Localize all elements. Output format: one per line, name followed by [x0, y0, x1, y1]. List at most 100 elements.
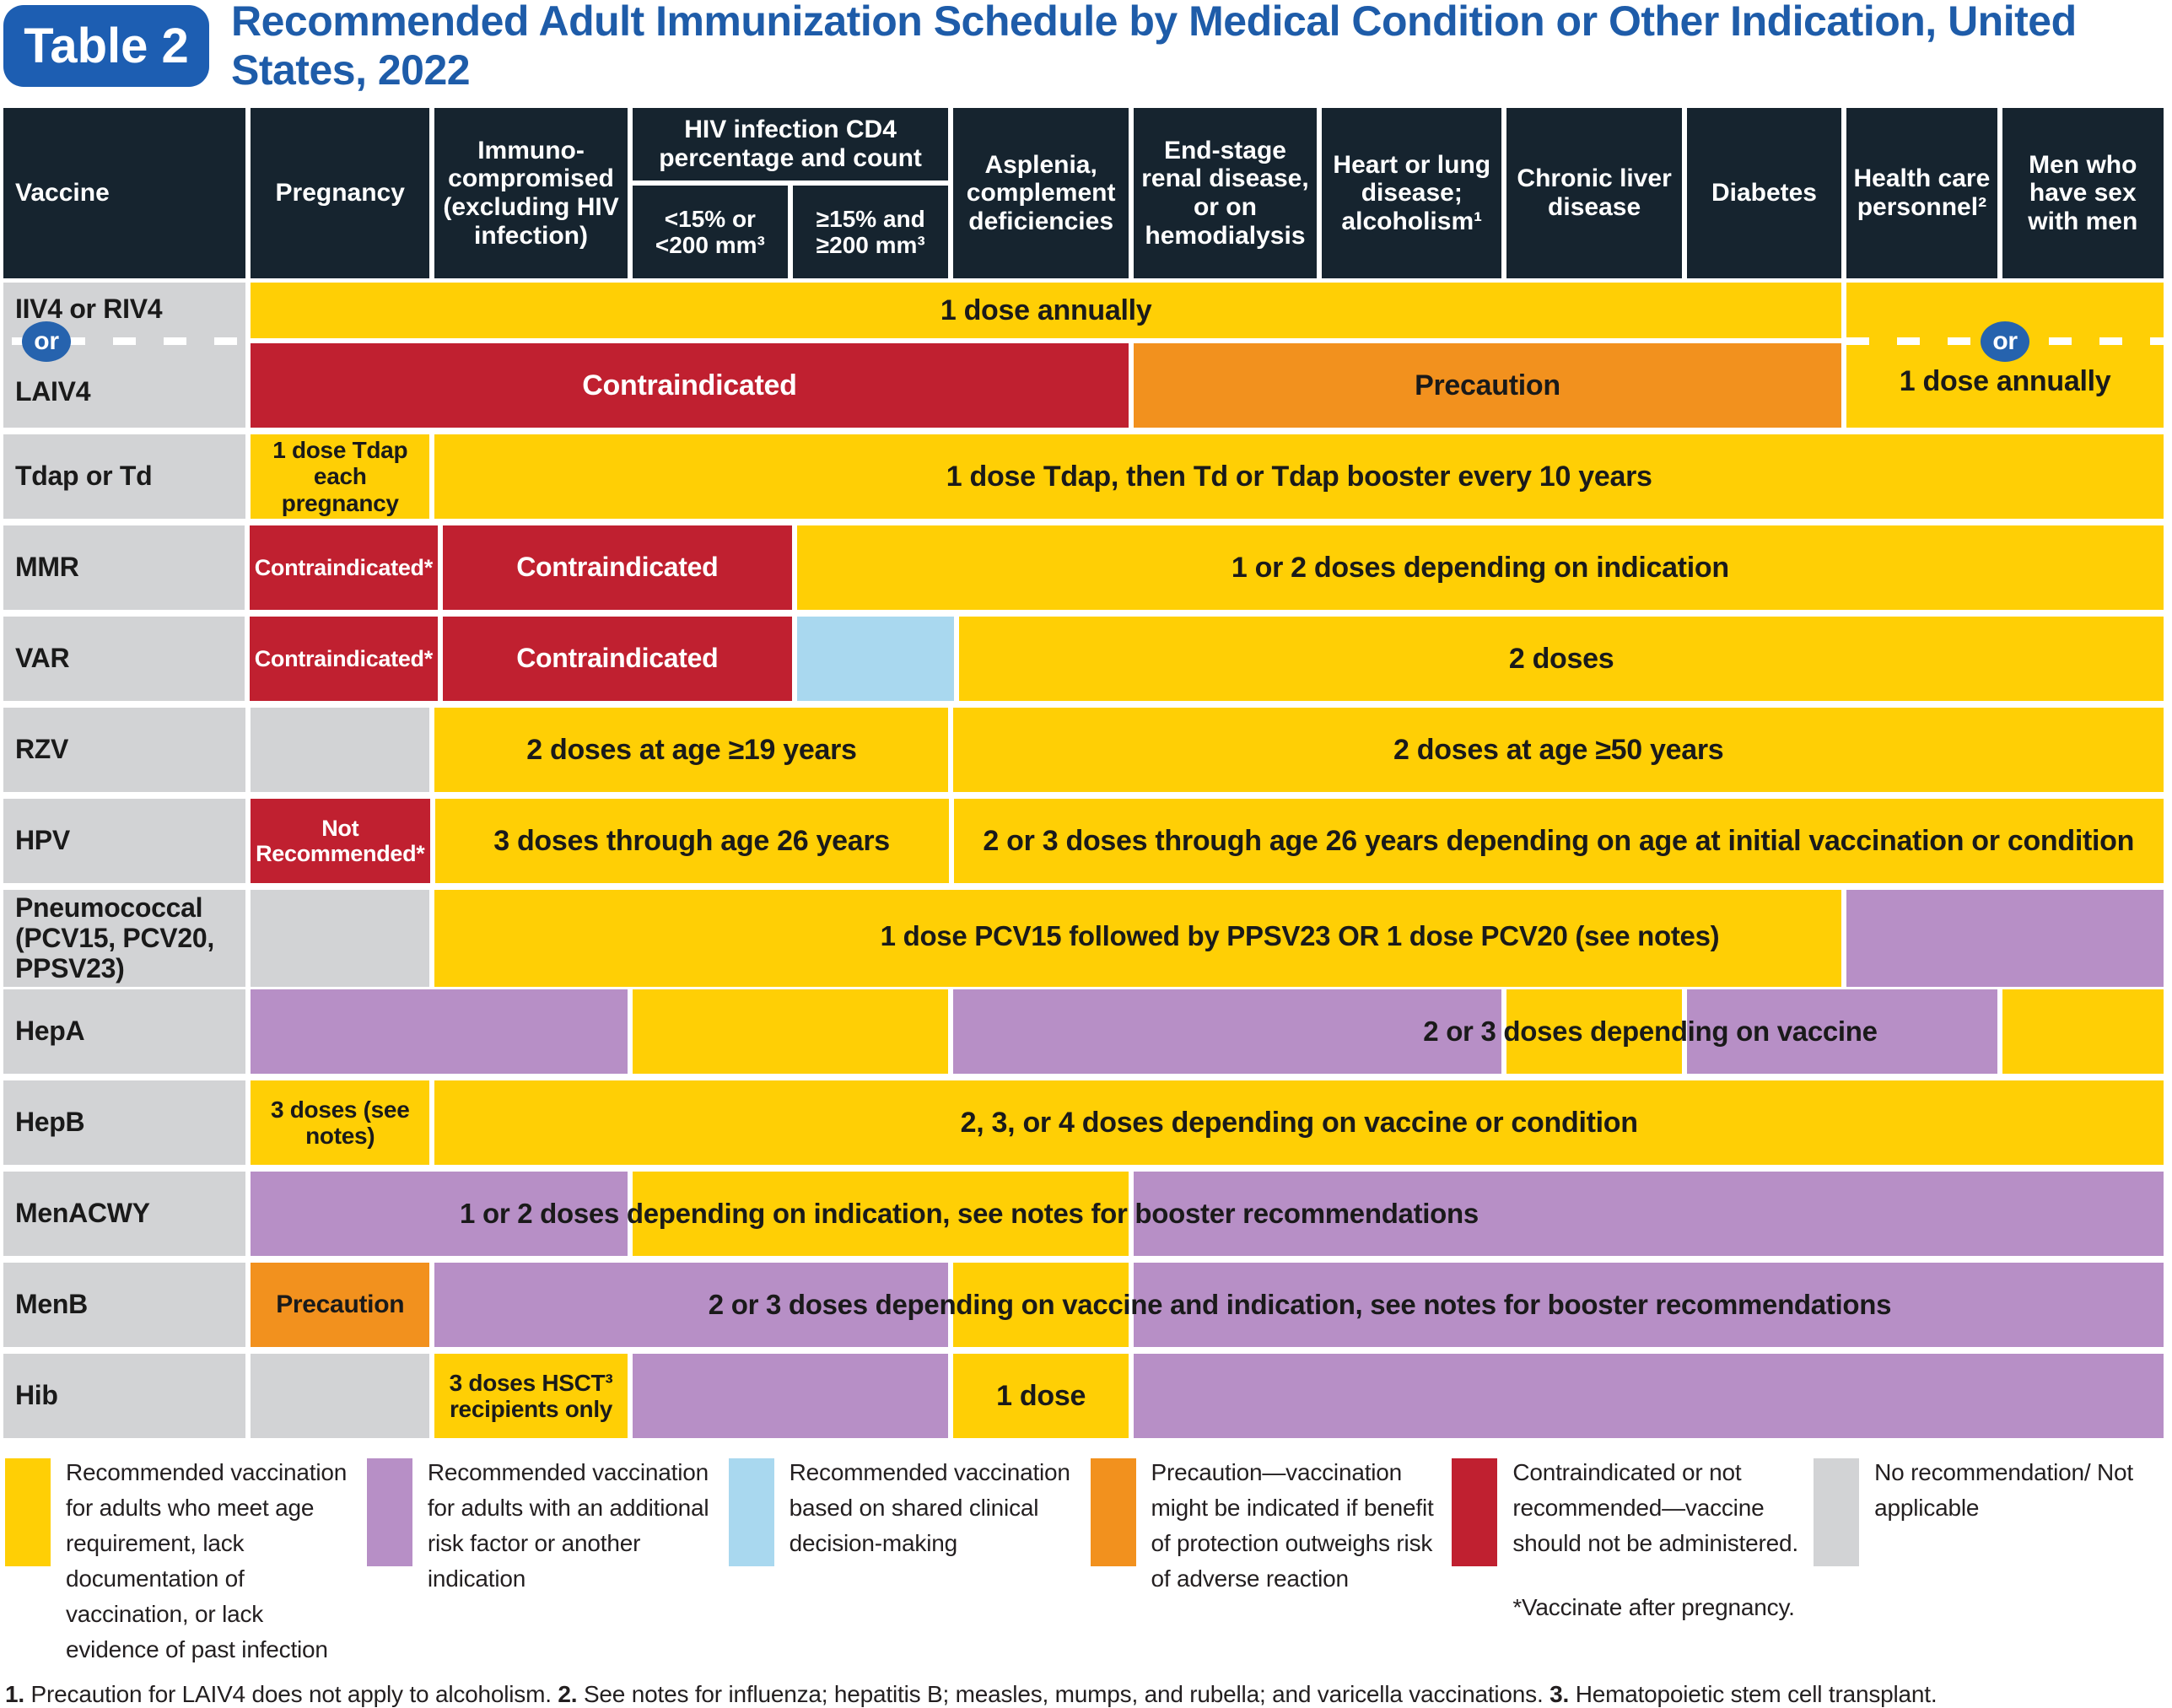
schedule-table: Vaccine Pregnancy Immuno-compromised (ex… — [0, 108, 2172, 1438]
cell-hib-right-risk — [1133, 1354, 2164, 1438]
title-bar: Table 2 Recommended Adult Immunization S… — [0, 0, 2172, 94]
footnote-2-text: See notes for influenza; hepatitis B; me… — [583, 1681, 1544, 1707]
cell-menb-right-risk — [1133, 1263, 2164, 1347]
legend-swatch-recommended — [5, 1458, 51, 1566]
cell-hepa-preg-immuno-risk — [251, 989, 628, 1074]
column-header-hiv-title: HIV infection CD4 percentage and count — [632, 108, 949, 180]
row-label-hepb: HepB — [3, 1080, 246, 1165]
cell-var-pregnancy-contraindicated: Contraindicated* — [249, 617, 438, 701]
cell-pneumo-additional-risk — [1846, 890, 2164, 988]
legend-note-vaccinate-after-pregnancy: *Vaccinate after pregnancy. — [1512, 1594, 1795, 1620]
column-header-diabetes: Diabetes — [1686, 108, 1842, 278]
column-header-hiv-high: ≥15% and ≥200 mm³ — [793, 186, 949, 278]
or-dash-line-left — [12, 337, 238, 345]
row-label-hib: Hib — [3, 1354, 246, 1438]
row-menacwy: MenACWY 1 or 2 doses depending on indica… — [3, 1172, 2164, 1256]
row-tdap: Tdap or Td 1 dose Tdap each pregnancy 1 … — [3, 434, 2164, 519]
cell-var-shared-decision — [796, 617, 955, 701]
cell-hepa-liver-recommended — [1506, 989, 1682, 1074]
legend-item-contraindicated: Contraindicated or not recommended—vacci… — [1452, 1455, 1802, 1668]
legend-item-precaution: Precaution—vaccination might be indicate… — [1090, 1455, 1441, 1668]
row-label-pneumococcal: Pneumococcal (PCV15, PCV20, PPSV23) — [3, 890, 246, 988]
legend-item-additional-risk: Recommended vaccination for adults with … — [366, 1455, 717, 1668]
legend-item-no-recommendation: No recommendation/ Not applicable — [1814, 1455, 2164, 1668]
cell-hepa-mid-risk — [953, 989, 1502, 1074]
row-label-hpv: HPV — [3, 799, 246, 883]
footnote-1-number: 1. — [5, 1681, 24, 1707]
column-header-hiv-group: HIV infection CD4 percentage and count <… — [632, 108, 949, 278]
cell-tdap-main: 1 dose Tdap, then Td or Tdap booster eve… — [434, 434, 2164, 519]
cell-pneumo-recommended — [434, 890, 1842, 988]
legend-swatch-additional-risk — [366, 1458, 412, 1566]
cell-menb-left-risk — [434, 1263, 949, 1347]
cell-var-immuno-contraindicated: Contraindicated — [442, 617, 792, 701]
cell-menb-pregnancy-precaution: Precaution — [251, 1263, 430, 1347]
cell-hib-pregnancy-norec — [251, 1354, 430, 1438]
cell-mmr-main: 1 or 2 doses depending on indication — [796, 525, 2164, 610]
cell-mmr-pregnancy-contraindicated: Contraindicated* — [249, 525, 438, 610]
column-header-immunocompromised: Immuno-compromised (excluding HIV infect… — [434, 108, 628, 278]
cell-hib-hsct: 3 doses HSCT³ recipients only — [434, 1354, 628, 1438]
row-influenza: IIV4 or RIV4 or LAIV4 1 dose annually or… — [3, 283, 2164, 428]
row-hib: Hib 3 doses HSCT³ recipients only 1 dose — [3, 1354, 2164, 1438]
or-badge-left: or — [22, 321, 71, 362]
row-label-var: VAR — [3, 617, 245, 701]
row-var: VAR Contraindicated* Contraindicated 2 d… — [3, 617, 2164, 701]
row-hepb: HepB 3 doses (see notes) 2, 3, or 4 dose… — [3, 1080, 2164, 1165]
column-header-asplenia: Asplenia, complement deficiencies — [953, 108, 1129, 278]
cell-laiv4-precaution: Precaution — [1133, 343, 1842, 428]
cell-rzv-age50: 2 doses at age ≥50 years — [953, 708, 2164, 792]
row-label-menb: MenB — [3, 1263, 246, 1347]
legend-text-contraindicated-main: Contraindicated or not recommended—vacci… — [1512, 1459, 1798, 1556]
column-header-renal: End-stage renal disease, or on hemodialy… — [1133, 108, 1318, 278]
footnote-3-number: 3. — [1550, 1681, 1570, 1707]
cell-hepa-hiv-recommended — [632, 989, 949, 1074]
row-label-hepa: HepA — [3, 989, 246, 1074]
cell-menacwy-right-risk — [1133, 1172, 2164, 1256]
cell-rzv-age19: 2 doses at age ≥19 years — [434, 708, 949, 792]
legend-swatch-precaution — [1090, 1458, 1136, 1566]
column-header-vaccine: Vaccine — [3, 108, 246, 278]
row-mmr: MMR Contraindicated* Contraindicated 1 o… — [3, 525, 2164, 610]
row-label-laiv4: LAIV4 — [15, 376, 91, 407]
or-badge-right: or — [1981, 321, 2030, 362]
table-header-row: Vaccine Pregnancy Immuno-compromised (ex… — [3, 108, 2164, 278]
cell-hib-asplenia-dose: 1 dose — [953, 1354, 1129, 1438]
legend-text-shared-decision: Recommended vaccination based on shared … — [789, 1459, 1070, 1556]
page-title: Recommended Adult Immunization Schedule … — [231, 0, 2077, 94]
row-menb: MenB Precaution 2 or 3 doses depending o… — [3, 1263, 2164, 1347]
column-header-hiv-low: <15% or <200 mm³ — [632, 186, 789, 278]
cell-var-main: 2 doses — [959, 617, 2164, 701]
row-label-rzv: RZV — [3, 708, 246, 792]
cell-menacwy-left-risk — [251, 1172, 628, 1256]
footnote-2-number: 2. — [558, 1681, 578, 1707]
cell-pneumo-pregnancy-norec — [251, 890, 430, 988]
column-header-pregnancy: Pregnancy — [251, 108, 430, 278]
cell-laiv4-contraindicated: Contraindicated — [251, 343, 1129, 428]
legend-text-no-recommendation: No recommendation/ Not applicable — [1874, 1459, 2134, 1521]
cell-hepb-pregnancy: 3 doses (see notes) — [251, 1080, 430, 1165]
legend-text-recommended: Recommended vaccination for adults who m… — [66, 1459, 348, 1662]
cell-hpv-left: 3 doses through age 26 years — [434, 799, 949, 883]
footnote-1-text: Precaution for LAIV4 does not apply to a… — [30, 1681, 552, 1707]
column-header-health-care-personnel: Health care personnel² — [1846, 108, 1997, 278]
row-rzv: RZV 2 doses at age ≥19 years 2 doses at … — [3, 708, 2164, 792]
cell-hpv-pregnancy-not-recommended: Not Recommended* — [251, 799, 430, 883]
cell-hepa-diabetes-hcp-risk — [1686, 989, 1997, 1074]
legend-text-contraindicated: Contraindicated or not recommended—vacci… — [1512, 1455, 1802, 1625]
legend-item-shared-decision: Recommended vaccination based on shared … — [728, 1455, 1079, 1668]
cell-iiv4-1-dose-annually: 1 dose annually — [251, 283, 1842, 338]
cell-hib-hiv-risk — [632, 1354, 949, 1438]
column-header-heart-lung: Heart or lung disease; alcoholism¹ — [1322, 108, 1502, 278]
row-label-tdap: Tdap or Td — [3, 434, 246, 519]
cell-mmr-immuno-contraindicated: Contraindicated — [442, 525, 792, 610]
legend-swatch-no-recommendation — [1814, 1458, 1860, 1566]
column-header-chronic-liver: Chronic liver disease — [1506, 108, 1682, 278]
legend-swatch-contraindicated — [1452, 1458, 1498, 1566]
cell-tdap-pregnancy: 1 dose Tdap each pregnancy — [251, 434, 430, 519]
legend-item-recommended: Recommended vaccination for adults who m… — [5, 1455, 355, 1668]
row-label-influenza: IIV4 or RIV4 or LAIV4 — [3, 283, 246, 428]
row-label-mmr: MMR — [3, 525, 245, 610]
table-number-badge: Table 2 — [3, 4, 209, 87]
cell-menacwy-recommended — [632, 1172, 1129, 1256]
